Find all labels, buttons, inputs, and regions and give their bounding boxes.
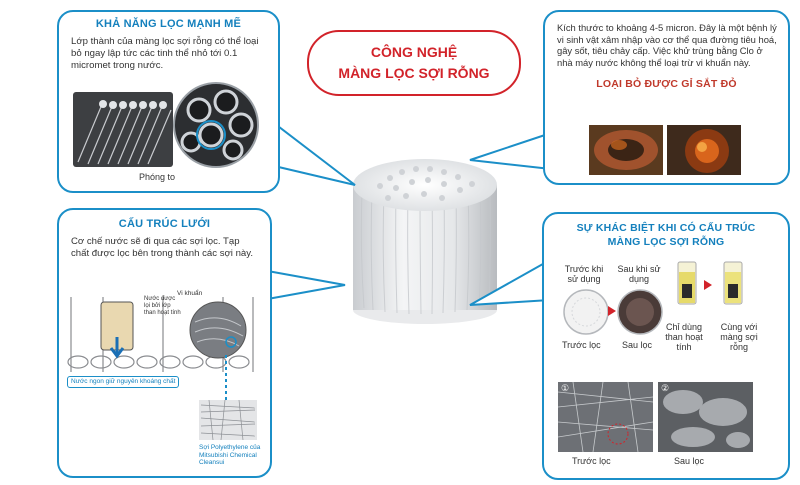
panel-heading-line-1: SỰ KHÁC BIỆT KHI CÓ CẤU TRÚC [576,222,756,234]
with-membrane-label: Cùng với màng sợi rỗng [720,322,758,352]
panel-body: Cơ chế nước sẽ đi qua các sợi lọc. Tạp c… [71,236,254,259]
title-line-1: CÔNG NGHỆ [370,44,458,60]
title-line-2: MÀNG LỌC SỢI RỖNG [338,65,490,81]
panel-heading-line-2: MÀNG LỌC SỢI RỖNG [607,236,725,248]
micrograph-after [658,382,753,452]
rusty-pipe-image-2 [667,125,741,175]
dotted-connector [225,355,227,400]
fiber-mesh-diagram [67,297,254,372]
panel-body: Lớp thành của màng lọc sợi rỗng có thể l… [71,36,259,71]
polyethylene-fiber-image [199,400,257,440]
micrograph-badge-before: ① [561,383,570,393]
micrograph-before [558,382,653,452]
mesh-structure-panel: CẤU TRÚC LƯỚI Cơ chế nước sẽ đi qua các … [57,208,272,478]
water-cup-with-membrane [723,261,743,305]
hollow-tubes-zoom-circle [173,82,259,168]
panel-body: Kích thước to khoảng 4-5 micron. Đây là … [557,22,777,68]
hollow-fiber-membrane-cylinder [353,159,497,324]
difference-panel: SỰ KHÁC BIỆT KHI CÓ CẤU TRÚC MÀNG LỌC SỢ… [542,212,790,480]
panel-heading: CẤU TRÚC LƯỚI [118,218,211,230]
fiber-magnified-image [73,92,173,167]
polyethylene-label: Sợi Polyethylene của Mitsubishi Chemical… [199,444,261,466]
arrow-right-icon [608,306,616,316]
zoom-caption: Phóng to [139,172,176,182]
after-use-label: Sau khi sử dụng [617,264,661,284]
after-filter-label: Sau lọc [622,340,653,350]
before-use-label: Trước khi sử dụng [564,264,604,284]
before-filter-label: Trước lọc [562,340,601,350]
micrograph-before-label: Trước lọc [572,456,611,466]
rusty-pipe-image-1 [589,125,663,175]
filtration-power-panel: KHẢ NĂNG LỌC MẠNH MẼ Lớp thành của màng … [57,10,280,193]
bacteria-label: Vi khuẩn [177,290,203,297]
panel-heading: KHẢ NĂNG LỌC MẠNH MẼ [95,18,242,30]
carbon-only-label: Chỉ dùng than hoạt tính [665,322,703,352]
arrow-right-icon [704,280,712,290]
filter-after-disc [617,289,663,335]
main-title: CÔNG NGHỆ MÀNG LỌC SỢI RỖNG [307,30,521,96]
micrograph-after-label: Sau lọc [674,456,705,466]
minerals-label: Nước ngon giữ nguyên khoáng chất [67,376,180,388]
water-layer-label: Nước được lọi bởi lớp than hoạt tính [144,296,181,316]
bacteria-removal-panel: Kích thước to khoảng 4-5 micron. Đây là … [543,10,790,185]
water-cup-carbon-only [677,261,697,305]
rust-heading: LOẠI BỎ ĐƯỢC GỈ SẮT ĐỎ [596,78,737,90]
micrograph-badge-after: ② [661,383,670,393]
filter-before-disc [563,289,609,335]
